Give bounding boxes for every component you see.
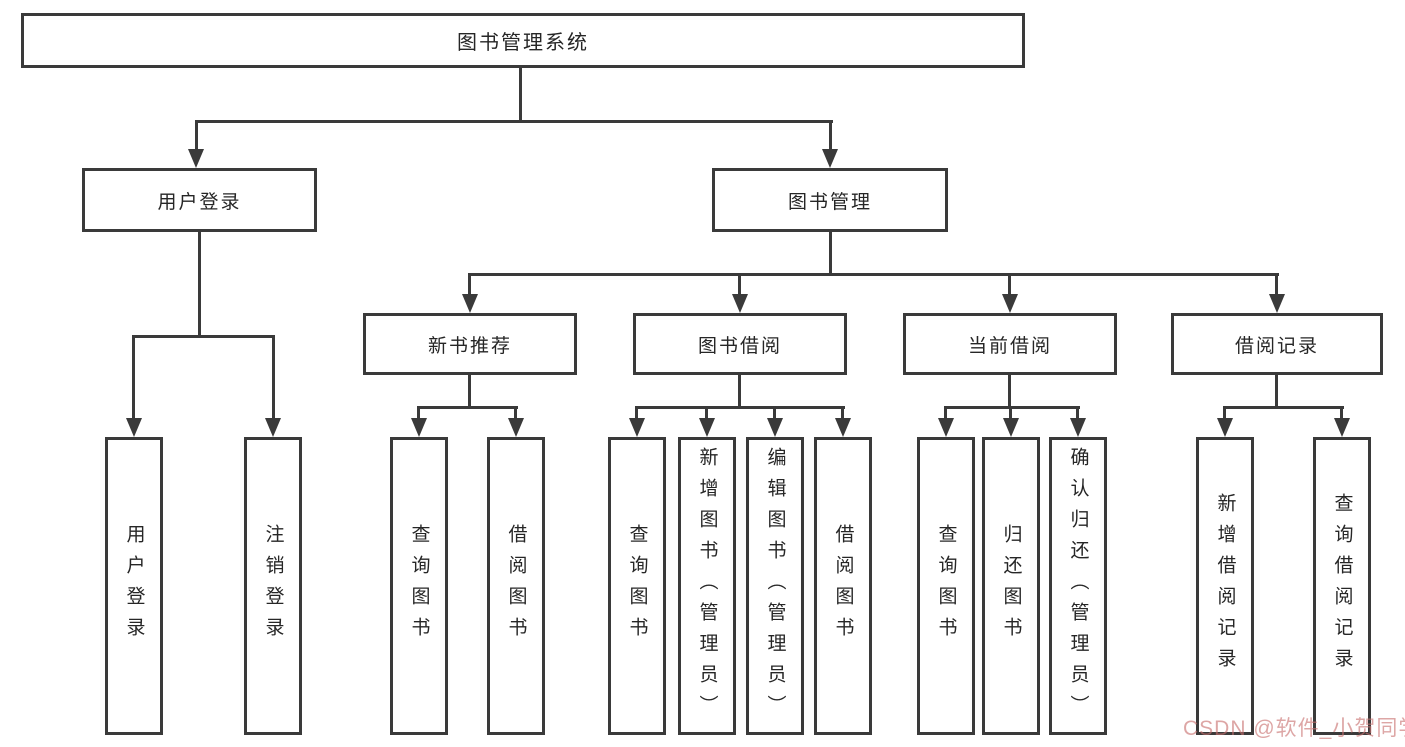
connector-line <box>829 120 832 150</box>
connector-line <box>705 406 708 419</box>
connector-line <box>738 273 741 295</box>
leaf-user-login-label: 用户登录 <box>123 524 145 648</box>
node-current-borrow-label: 当前借阅 <box>967 335 1052 357</box>
arrow-down-icon <box>835 418 851 437</box>
arrow-down-icon <box>126 418 142 437</box>
arrow-down-icon <box>732 294 748 313</box>
leaf-bb-edit-books-admin: 编辑图书（管理员） <box>746 437 804 735</box>
connector-line <box>195 120 198 150</box>
connector-line <box>1008 273 1011 295</box>
node-user-login: 用户登录 <box>82 168 317 232</box>
node-borrow-records: 借阅记录 <box>1171 313 1383 375</box>
node-borrow-records-label: 借阅记录 <box>1234 335 1319 357</box>
arrow-down-icon <box>411 418 427 437</box>
leaf-cb-query-books-label: 查询图书 <box>935 524 957 648</box>
leaf-nb-query-books-label: 查询图书 <box>408 524 430 648</box>
connector-line <box>1275 375 1278 407</box>
arrow-down-icon <box>1003 418 1019 437</box>
arrow-down-icon <box>938 418 954 437</box>
arrow-down-icon <box>1217 418 1233 437</box>
connector-line <box>1009 406 1012 419</box>
connector-line <box>635 406 845 409</box>
leaf-bb-borrow-books-label: 借阅图书 <box>832 524 854 648</box>
connector-line <box>944 406 947 419</box>
connector-line <box>773 406 776 419</box>
node-current-borrow: 当前借阅 <box>903 313 1117 375</box>
node-user-login-label: 用户登录 <box>157 191 242 213</box>
leaf-br-query-record-label: 查询借阅记录 <box>1331 493 1353 679</box>
node-book-management: 图书管理 <box>712 168 948 232</box>
node-root-label: 图书管理系统 <box>457 32 589 54</box>
arrow-down-icon <box>188 149 204 168</box>
node-book-management-label: 图书管理 <box>787 191 872 213</box>
leaf-cb-return-books: 归还图书 <box>982 437 1040 735</box>
arrow-down-icon <box>462 294 478 313</box>
connector-line <box>1008 375 1011 407</box>
connector-line <box>132 335 135 419</box>
connector-line <box>738 375 741 407</box>
leaf-cb-confirm-return-admin-label: 确认归还（管理员） <box>1067 446 1089 726</box>
arrow-down-icon <box>508 418 524 437</box>
connector-line <box>829 232 832 274</box>
connector-line <box>1076 406 1079 419</box>
leaf-bb-query-books-label: 查询图书 <box>626 524 648 648</box>
arrow-down-icon <box>629 418 645 437</box>
connector-line <box>1223 406 1344 409</box>
csdn-watermark: CSDN @软件_小贺同学 <box>1183 717 1405 740</box>
connector-line <box>635 406 638 419</box>
leaf-user-login: 用户登录 <box>105 437 163 735</box>
node-book-borrow: 图书借阅 <box>633 313 847 375</box>
leaf-bb-query-books: 查询图书 <box>608 437 666 735</box>
connector-line <box>1223 406 1226 419</box>
connector-line <box>514 406 517 419</box>
leaf-br-query-record: 查询借阅记录 <box>1313 437 1371 735</box>
leaf-bb-edit-books-admin-label: 编辑图书（管理员） <box>764 446 786 726</box>
leaf-cb-return-books-label: 归还图书 <box>1000 524 1022 648</box>
connector-line <box>417 406 518 409</box>
connector-line <box>272 335 275 419</box>
arrow-down-icon <box>265 418 281 437</box>
leaf-bb-add-books-admin: 新增图书（管理员） <box>678 437 736 735</box>
connector-line <box>469 273 1279 276</box>
leaf-cb-query-books: 查询图书 <box>917 437 975 735</box>
leaf-logout: 注销登录 <box>244 437 302 735</box>
node-root: 图书管理系统 <box>21 13 1025 68</box>
connector-line <box>417 406 420 419</box>
leaf-nb-borrow-books-label: 借阅图书 <box>505 524 527 648</box>
leaf-bb-add-books-admin-label: 新增图书（管理员） <box>696 446 718 726</box>
connector-line <box>198 232 201 336</box>
arrow-down-icon <box>1269 294 1285 313</box>
arrow-down-icon <box>1070 418 1086 437</box>
leaf-nb-borrow-books: 借阅图书 <box>487 437 545 735</box>
arrow-down-icon <box>699 418 715 437</box>
arrow-down-icon <box>1002 294 1018 313</box>
leaf-nb-query-books: 查询图书 <box>390 437 448 735</box>
leaf-logout-label: 注销登录 <box>262 524 284 648</box>
arrow-down-icon <box>1334 418 1350 437</box>
leaf-br-add-record: 新增借阅记录 <box>1196 437 1254 735</box>
leaf-br-add-record-label: 新增借阅记录 <box>1214 493 1236 679</box>
node-book-borrow-label: 图书借阅 <box>697 335 782 357</box>
connector-line <box>195 120 833 123</box>
connector-line <box>519 68 522 120</box>
node-new-book-recommend-label: 新书推荐 <box>427 335 512 357</box>
arrow-down-icon <box>767 418 783 437</box>
leaf-cb-confirm-return-admin: 确认归还（管理员） <box>1049 437 1107 735</box>
connector-line <box>1275 273 1278 295</box>
connector-line <box>133 335 275 338</box>
connector-line <box>1340 406 1343 419</box>
connector-line <box>468 375 471 407</box>
connector-line <box>468 273 471 295</box>
connector-line <box>841 406 844 419</box>
node-new-book-recommend: 新书推荐 <box>363 313 577 375</box>
connector-line <box>944 406 1080 409</box>
leaf-bb-borrow-books: 借阅图书 <box>814 437 872 735</box>
arrow-down-icon <box>822 149 838 168</box>
